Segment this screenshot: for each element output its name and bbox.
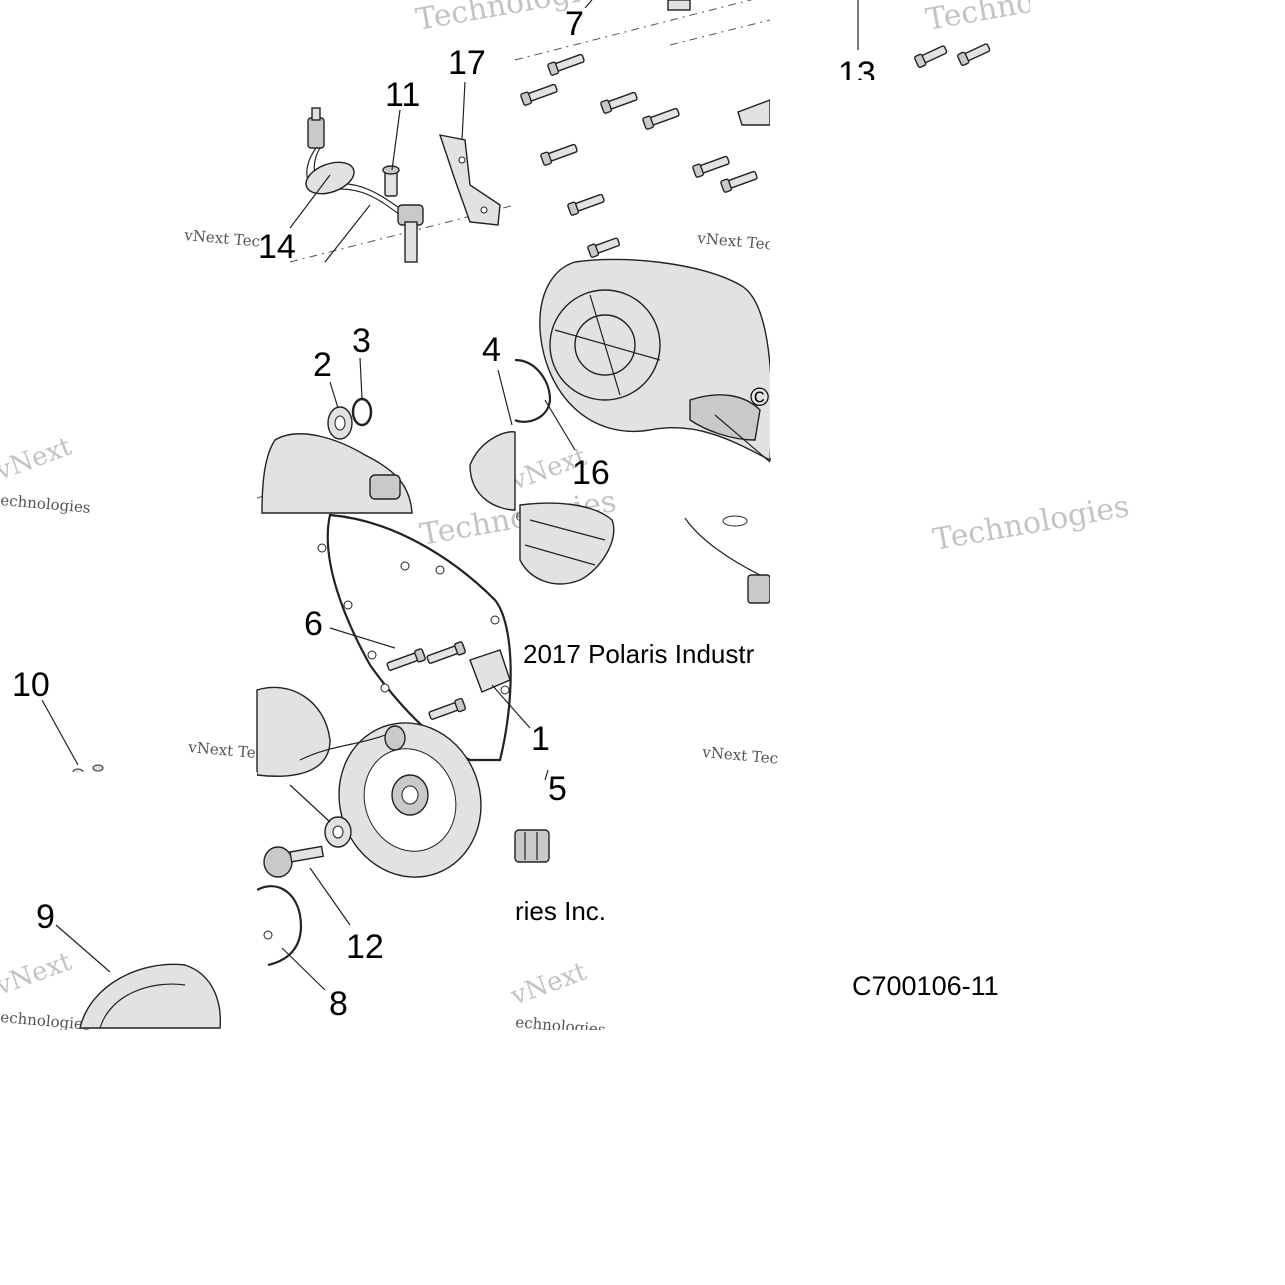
stator-winding	[469, 431, 615, 585]
retaining-ring	[351, 397, 373, 427]
copyright-text-2: ries Inc.	[515, 896, 606, 926]
callout-8: 7	[565, 5, 584, 43]
bolt-pair-13	[913, 43, 991, 69]
mounting-bracket	[438, 134, 501, 226]
callout-17: 17	[448, 44, 486, 82]
callout-5: 5	[548, 770, 567, 808]
watermark-vnext-tec: vNext Tec	[187, 738, 265, 763]
leader-lines	[41, 0, 859, 991]
watermark-vnext-tec: vNext Tec	[183, 226, 261, 251]
sensor-bolt	[382, 165, 400, 197]
callout-4: 4	[482, 331, 501, 369]
cover-gasket-16	[514, 358, 552, 423]
watermark-vnext: vNext	[506, 957, 591, 1012]
bearing	[327, 406, 353, 440]
cover-left-housing	[261, 433, 413, 514]
part-code: C700106-11	[852, 971, 999, 1001]
watermark-technologies-lower: echnologies	[0, 1008, 91, 1034]
pickup-lead	[684, 515, 771, 604]
grommet-plate	[469, 649, 511, 693]
watermark-technologies: Technologies	[930, 489, 1132, 558]
callout-3: 3	[352, 322, 371, 360]
callout-9: 9	[36, 898, 55, 936]
callout-10: 10	[12, 666, 50, 704]
watermark-vnext-tec: vNext Tec	[701, 743, 779, 768]
callout-labels: 7 13 17 11 14 2 3 4 16 6 1 5 10 9 12 8	[12, 5, 876, 1023]
watermark-technologies: Technologies	[413, 0, 615, 38]
crankcase-gasket	[317, 513, 512, 762]
cover-bolts-6	[386, 641, 467, 720]
watermark-vnext: vNext	[0, 947, 76, 1002]
copyright-symbol: ©	[750, 382, 769, 412]
callout-16: 16	[572, 454, 610, 492]
flywheel	[338, 722, 482, 878]
flywheel-9	[79, 963, 222, 1029]
stator-partial	[256, 686, 406, 777]
watermark-vnext-tec: vNext Tec	[696, 229, 774, 254]
callout-2: 2	[313, 346, 332, 384]
callout-11: 11	[385, 76, 420, 114]
bolt-set	[520, 0, 771, 258]
watermark-vnext: vNext	[0, 432, 76, 487]
callout-14: 14	[258, 228, 296, 266]
connector-plug	[514, 829, 550, 863]
stator-cover	[539, 258, 773, 463]
callout-6: 6	[304, 605, 323, 643]
speed-sensor-harness	[305, 107, 424, 263]
copyright-text-1: 2017 Polaris Industr	[523, 639, 755, 669]
washer	[324, 816, 352, 848]
callout-7: 8	[329, 985, 348, 1023]
flywheel-bolt	[263, 845, 325, 878]
watermark-technologies-lower: echnologies	[0, 491, 91, 517]
cover-gasket-7	[256, 885, 303, 967]
callout-12: 12	[346, 928, 384, 966]
callout-1: 1	[531, 720, 550, 758]
